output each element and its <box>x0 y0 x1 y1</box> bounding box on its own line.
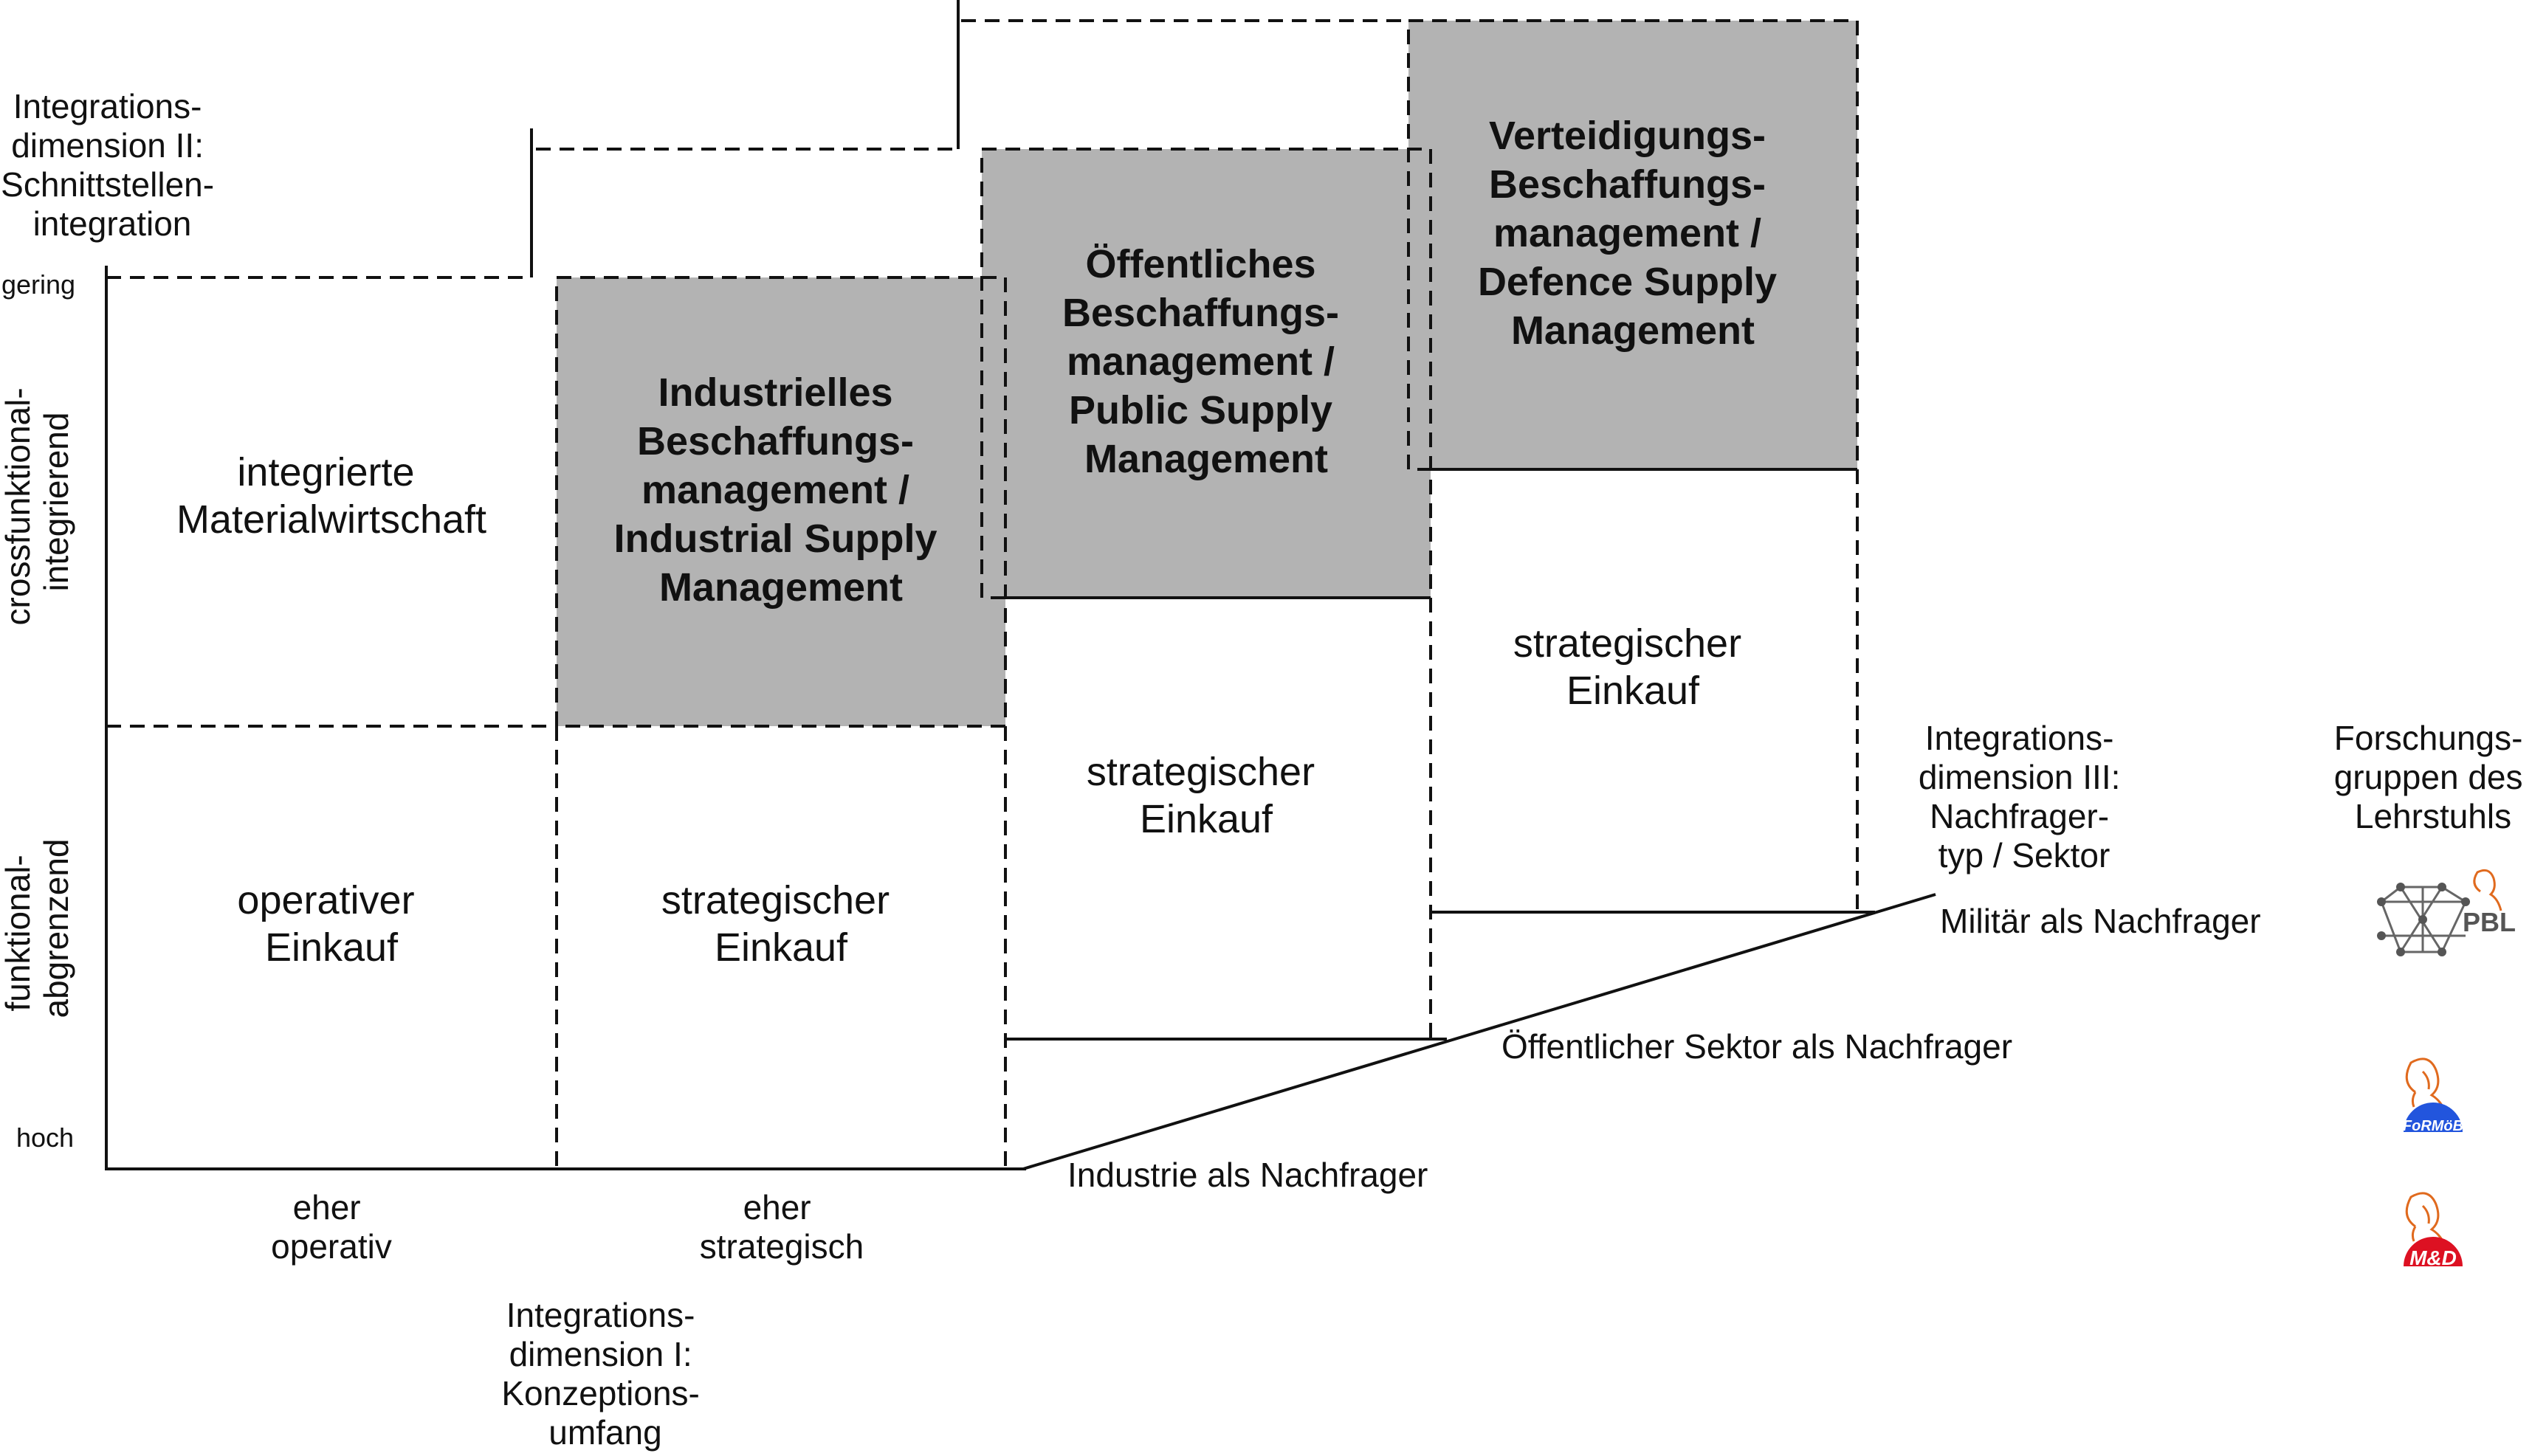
operative-purchasing-cell: operativer Einkauf <box>237 878 425 970</box>
integrated-materials-cell: integrierte Materialwirtschaft <box>176 450 486 542</box>
front-layer-grid <box>106 276 1007 1169</box>
red-semicircle-icon <box>2404 1237 2463 1266</box>
research-groups-title: Forschungs- gruppen des Lehrstuhls <box>2334 719 2532 835</box>
defence-supply-box <box>1408 21 1857 469</box>
formoeb-logo: FoRMöB <box>2403 1058 2463 1134</box>
defence-layer-grid <box>961 19 1859 912</box>
strategic-purchasing-public-cell: strategischer Einkauf <box>1087 750 1326 841</box>
industrial-supply-management-cell: Industrielles Beschaffungs- management /… <box>613 370 948 610</box>
dim2-high-label: hoch <box>16 1122 74 1153</box>
public-supply-box <box>982 149 1431 598</box>
public-layer-grid <box>536 148 1432 1039</box>
public-sector-label: Öffentlicher Sektor als Nachfrager <box>1501 1027 2012 1066</box>
svg-text:PBL: PBL <box>2463 907 2516 937</box>
md-logo: M&D <box>2404 1192 2463 1269</box>
blue-semicircle-icon <box>2404 1103 2463 1132</box>
bust-outline-icon <box>2473 869 2502 911</box>
dim1-col2-label: eher strategisch <box>700 1188 864 1266</box>
svg-text:M&D: M&D <box>2409 1246 2457 1269</box>
dim3-title: Integrations- dimension III: Nachfrager-… <box>1919 719 2130 874</box>
strategic-purchasing-defence-cell: strategischer Einkauf <box>1513 621 1752 713</box>
sector-diagonal-axis <box>1022 893 1936 1170</box>
strategic-purchasing-industry-cell: strategischer Einkauf <box>661 878 901 970</box>
industry-sector-label: Industrie als Nachfrager <box>1067 1156 1428 1194</box>
industrial-supply-box <box>557 277 1005 726</box>
pbl-logo: PBL <box>2377 869 2516 956</box>
dim2-lower-label: funktional- abgrenzend <box>0 839 75 1018</box>
defence-supply-management-cell: Verteidigungs- Beschaffungs- management … <box>1478 114 1788 353</box>
bust-outline-icon <box>2405 1192 2449 1252</box>
dim1-col1-label: eher operativ <box>271 1188 392 1266</box>
dim2-low-label: gering <box>1 269 75 300</box>
dim2-title: Integrations- dimension II: Schnittstell… <box>1 87 224 243</box>
svg-text:FoRMöB: FoRMöB <box>2403 1118 2463 1134</box>
public-supply-management-cell: Öffentliches Beschaffungs- management / … <box>1062 242 1350 481</box>
dim1-title: Integrations- dimension I: Konzeptions- … <box>501 1296 709 1452</box>
bust-outline-icon <box>2405 1058 2449 1118</box>
axes <box>105 0 1936 1170</box>
dim2-upper-label: crossfunktional- integrierend <box>0 379 75 626</box>
military-sector-label: Militär als Nachfrager <box>1940 902 2261 940</box>
